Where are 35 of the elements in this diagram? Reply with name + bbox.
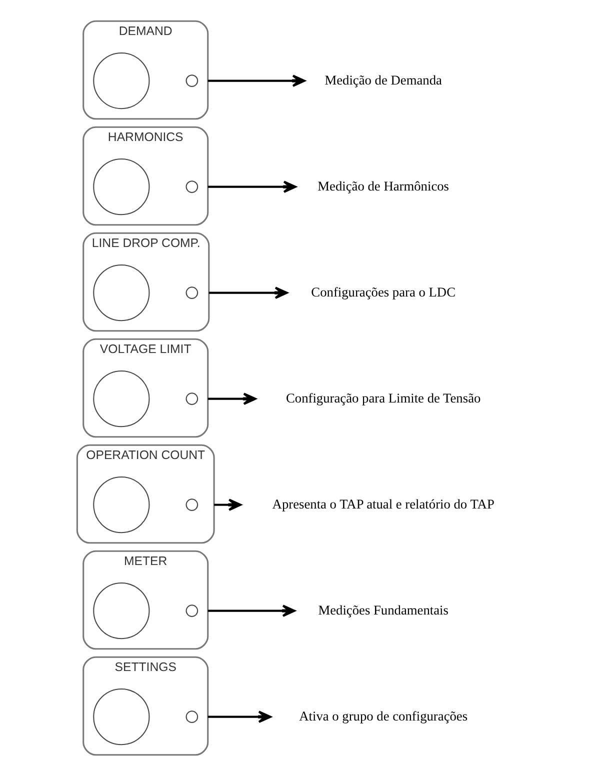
cluster: VOLTAGE LIMIT [82,338,208,438]
node-circle [185,286,198,299]
node-circle [92,688,150,746]
node-text: Configuração para Limite de Tensão [286,390,480,406]
node-circle [185,74,198,87]
cluster: HARMONICS [82,126,208,226]
node-circle [185,180,198,193]
cluster: LINE DROP COMP. [82,232,210,332]
node-circle [185,710,198,723]
node-text: Medição de Harmônicos [317,178,449,194]
arrow [207,604,295,617]
node-text: Apresenta o TAP atual e relatório do TAP [272,496,494,512]
node-text: Configurações para o LDC [310,284,456,300]
node-circle [92,370,150,428]
node-text: Medição de Demanda [324,72,442,88]
node-circle [185,498,198,511]
node-text: Ativa o grupo de configurações [298,708,468,724]
arrow [207,180,296,193]
arrow [207,392,256,405]
cluster: METER [82,550,208,650]
node-circle [185,392,198,405]
arrow [207,74,305,87]
cluster: SETTINGS [82,656,208,756]
node-circle [92,582,150,640]
arrow [208,286,288,299]
node-circle [92,52,150,110]
arrow [207,710,271,723]
cluster: OPERATION COUNT [76,444,214,544]
cluster: DEMAND [82,20,208,120]
arrow [214,498,242,511]
node-circle [92,264,150,322]
node-circle [185,604,198,617]
node-circle [92,158,150,216]
node-text: Medições Fundamentais [318,602,448,618]
node-circle [92,476,150,534]
